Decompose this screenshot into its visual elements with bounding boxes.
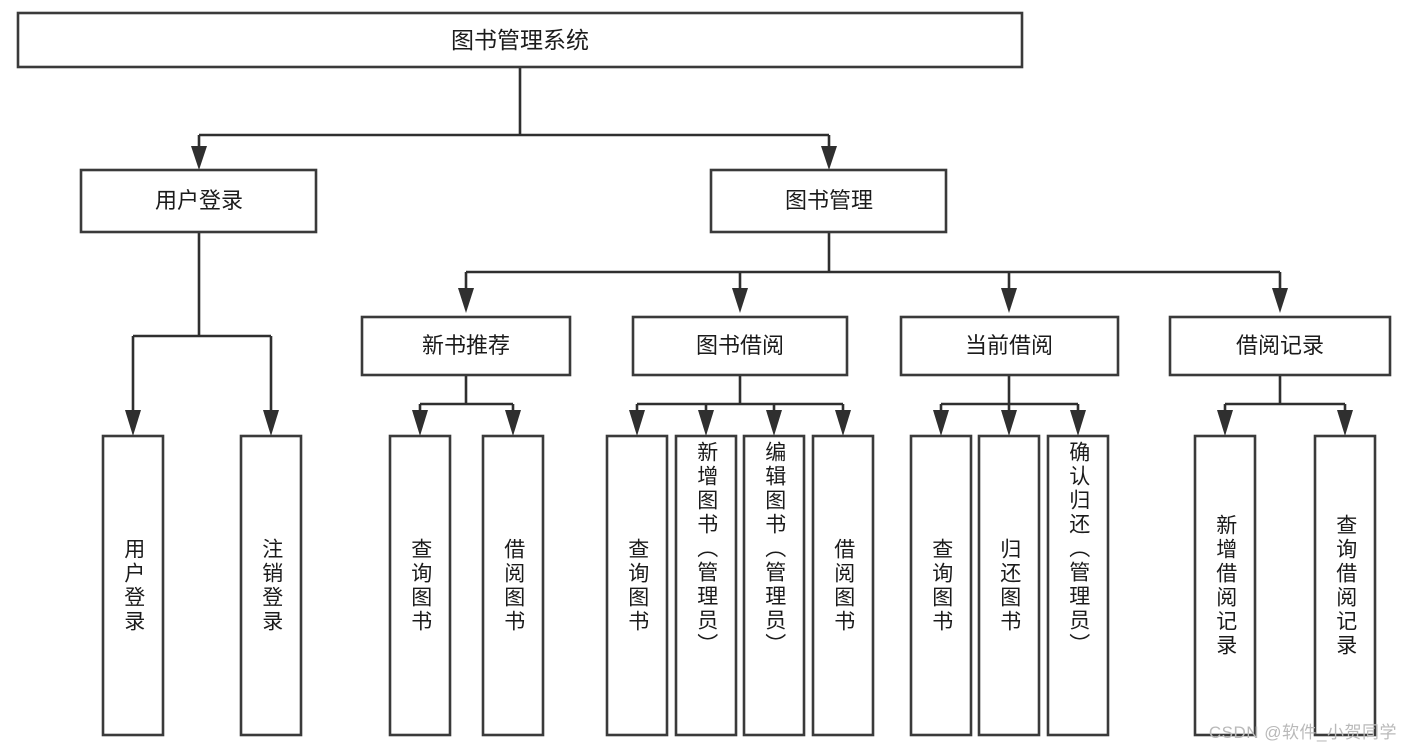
node-current-borrow[interactable]: 当前借阅 xyxy=(899,315,1120,377)
connector-layer xyxy=(125,67,1353,436)
arrow-bookmanage-to-new-book xyxy=(458,288,474,313)
leaf-add-book-box[interactable] xyxy=(674,434,738,737)
arrow-borrowrecord-leaf-1 xyxy=(1217,410,1233,436)
arrow-bookmanage-to-borrow-record xyxy=(1272,288,1288,313)
arrow-userlogin-leaf-1 xyxy=(125,410,141,436)
node-book-manage[interactable]: 图书管理 xyxy=(709,168,948,234)
arrow-newbook-leaf-1 xyxy=(412,410,428,436)
arrow-currentborrow-leaf-3 xyxy=(1070,410,1086,436)
leaf-logout-login-box[interactable] xyxy=(239,434,303,737)
leaf-query-book-1-box[interactable] xyxy=(388,434,452,737)
leaf-query-record-box[interactable] xyxy=(1313,434,1377,737)
node-user-login[interactable]: 用户登录 xyxy=(79,168,318,234)
leaf-edit-book-box[interactable] xyxy=(742,434,806,737)
leaf-add-record-box[interactable] xyxy=(1193,434,1257,737)
leaf-box-layer xyxy=(101,434,1377,737)
node-borrow-record-box[interactable] xyxy=(1168,315,1392,377)
arrow-bookborrow-leaf-4 xyxy=(835,410,851,436)
leaf-confirm-return-box[interactable] xyxy=(1046,434,1110,737)
node-root[interactable]: 图书管理系统 xyxy=(16,11,1024,69)
arrow-bookmanage-to-book-borrow xyxy=(732,288,748,313)
node-borrow-record-label: 借阅记录 xyxy=(1236,333,1324,358)
leaf-borrow-book-1-box[interactable] xyxy=(481,434,545,737)
arrow-borrowrecord-leaf-2 xyxy=(1337,410,1353,436)
node-book-manage-box[interactable] xyxy=(709,168,948,234)
arrow-bookborrow-leaf-2 xyxy=(698,410,714,436)
arrow-newbook-leaf-2 xyxy=(505,410,521,436)
node-root-box[interactable] xyxy=(16,11,1024,69)
node-user-login-label: 用户登录 xyxy=(155,188,243,213)
node-book-manage-label: 图书管理 xyxy=(785,188,873,213)
node-book-borrow-label: 图书借阅 xyxy=(696,333,784,358)
node-book-borrow-box[interactable] xyxy=(631,315,849,377)
leaf-query-book-2-box[interactable] xyxy=(605,434,669,737)
node-current-borrow-label: 当前借阅 xyxy=(965,333,1053,358)
node-new-book-recommend-label: 新书推荐 xyxy=(422,333,510,358)
node-new-book-recommend[interactable]: 新书推荐 xyxy=(360,315,572,377)
arrow-root-to-user-login xyxy=(191,146,207,170)
leaf-return-book-box[interactable] xyxy=(977,434,1041,737)
leaf-borrow-book-2-box[interactable] xyxy=(811,434,875,737)
node-borrow-record[interactable]: 借阅记录 xyxy=(1168,315,1392,377)
leaf-user-login-box[interactable] xyxy=(101,434,165,737)
node-book-borrow[interactable]: 图书借阅 xyxy=(631,315,849,377)
arrow-userlogin-leaf-2 xyxy=(263,410,279,436)
node-current-borrow-box[interactable] xyxy=(899,315,1120,377)
node-root-label: 图书管理系统 xyxy=(451,27,589,53)
arrow-bookborrow-leaf-3 xyxy=(766,410,782,436)
node-new-book-recommend-box[interactable] xyxy=(360,315,572,377)
node-user-login-box[interactable] xyxy=(79,168,318,234)
arrow-bookborrow-leaf-1 xyxy=(629,410,645,436)
arrow-root-to-book-manage xyxy=(821,146,837,170)
arrow-bookmanage-to-current-borrow xyxy=(1001,288,1017,313)
arrow-currentborrow-leaf-2 xyxy=(1001,410,1017,436)
csdn-watermark: CSDN @软件_小贺同学 xyxy=(1208,723,1397,742)
leaf-query-book-3-box[interactable] xyxy=(909,434,973,737)
arrow-currentborrow-leaf-1 xyxy=(933,410,949,436)
